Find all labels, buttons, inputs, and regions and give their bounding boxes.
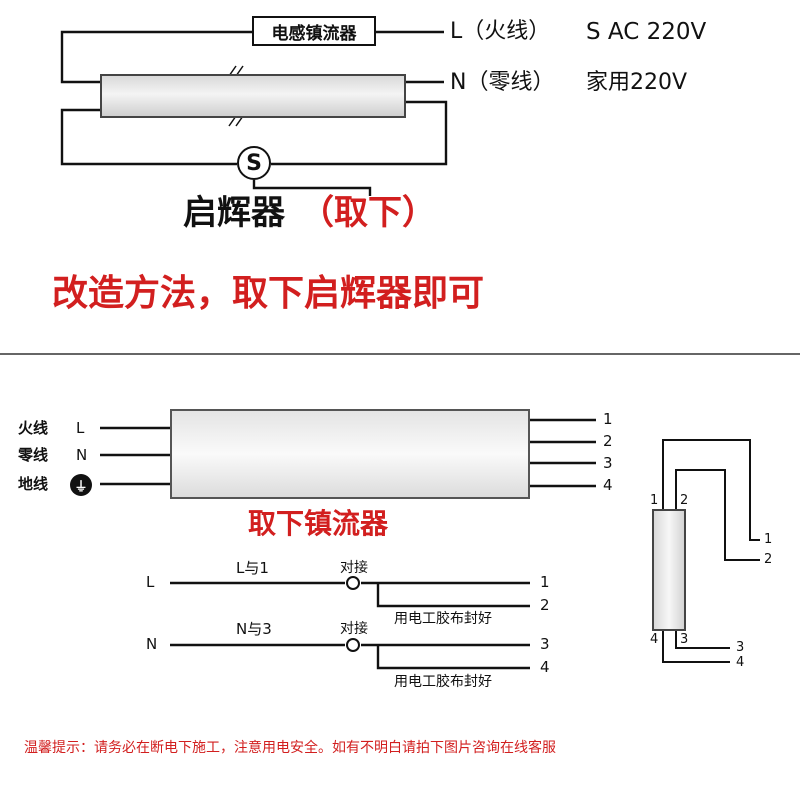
row2-out4-wire xyxy=(376,645,530,670)
fluorescent-tube xyxy=(100,74,406,118)
row1-out-a: 1 xyxy=(540,573,550,591)
n-neutral-label: N（零线） xyxy=(450,70,555,95)
tube-pin-2: 2 xyxy=(680,493,689,508)
row1-out-b: 2 xyxy=(540,596,550,614)
row1-out2-wire xyxy=(376,583,530,608)
tube-schematic xyxy=(652,509,686,631)
tube-lead-label-4: 4 xyxy=(736,655,745,670)
input-live-name: 火线 xyxy=(18,419,49,437)
starter-symbol: S xyxy=(237,146,271,180)
top-left-upper-wire xyxy=(60,30,252,84)
tube-pin-3: 3 xyxy=(680,632,689,647)
remove-ballast-text: 取下镇流器 xyxy=(248,507,389,540)
input-neutral-code: N xyxy=(76,446,88,464)
input-ground-name: 地线 xyxy=(18,475,49,493)
spec-ac-220v: S AC 220V xyxy=(586,19,707,45)
row2-tape-label: 用电工胶布封好 xyxy=(394,674,492,690)
starter-label: 启辉器 xyxy=(183,193,285,233)
output-label-1: 1 xyxy=(603,410,613,428)
safety-notice: 温馨提示：请务必在断电下施工，注意用电安全。如有不明白请拍下图片咨询在线客服 xyxy=(24,740,556,756)
row1-joint-node xyxy=(346,576,360,590)
top-right-lower-wire xyxy=(271,100,448,166)
output-label-3: 3 xyxy=(603,454,613,472)
row1-joint-label: 对接 xyxy=(340,560,368,576)
output-label-4: 4 xyxy=(603,476,613,494)
tube-pin-4: 4 xyxy=(650,632,659,647)
row2-input-label: N xyxy=(146,635,158,653)
spec-household-220v: 家用220V xyxy=(586,70,688,95)
tube-lead-4 xyxy=(662,631,730,663)
inductive-ballast-box: 电感镇流器 xyxy=(252,16,376,46)
row2-joint-label: 对接 xyxy=(340,621,368,637)
method-text: 改造方法，取下启辉器即可 xyxy=(52,273,485,314)
tube-lead-label-1: 1 xyxy=(764,532,773,547)
starter-pointer-line xyxy=(252,180,372,196)
l-live-label: L（火线） xyxy=(450,19,551,44)
electronic-ballast xyxy=(170,409,530,499)
top-left-lower-wire xyxy=(60,108,237,166)
starter-remove-label: （取下） xyxy=(300,193,436,233)
row2-joint-node xyxy=(346,638,360,652)
row2-out-a: 3 xyxy=(540,635,550,653)
tube-lead-label-3: 3 xyxy=(736,640,745,655)
ground-icon: ⏚ xyxy=(70,474,92,496)
tube-lead-2 xyxy=(675,469,760,561)
row2-pair-label: N与3 xyxy=(236,620,272,638)
input-neutral-name: 零线 xyxy=(18,446,49,464)
output-label-2: 2 xyxy=(603,432,613,450)
tube-pin-1: 1 xyxy=(650,493,659,508)
tube-lead-label-2: 2 xyxy=(764,552,773,567)
tube-lead-3 xyxy=(675,631,730,649)
row1-pair-label: L与1 xyxy=(236,559,269,577)
tube-lead-1 xyxy=(662,439,760,541)
input-live-code: L xyxy=(76,419,85,437)
row2-out-b: 4 xyxy=(540,658,550,676)
row1-tape-label: 用电工胶布封好 xyxy=(394,611,492,627)
row1-input-label: L xyxy=(146,573,155,591)
